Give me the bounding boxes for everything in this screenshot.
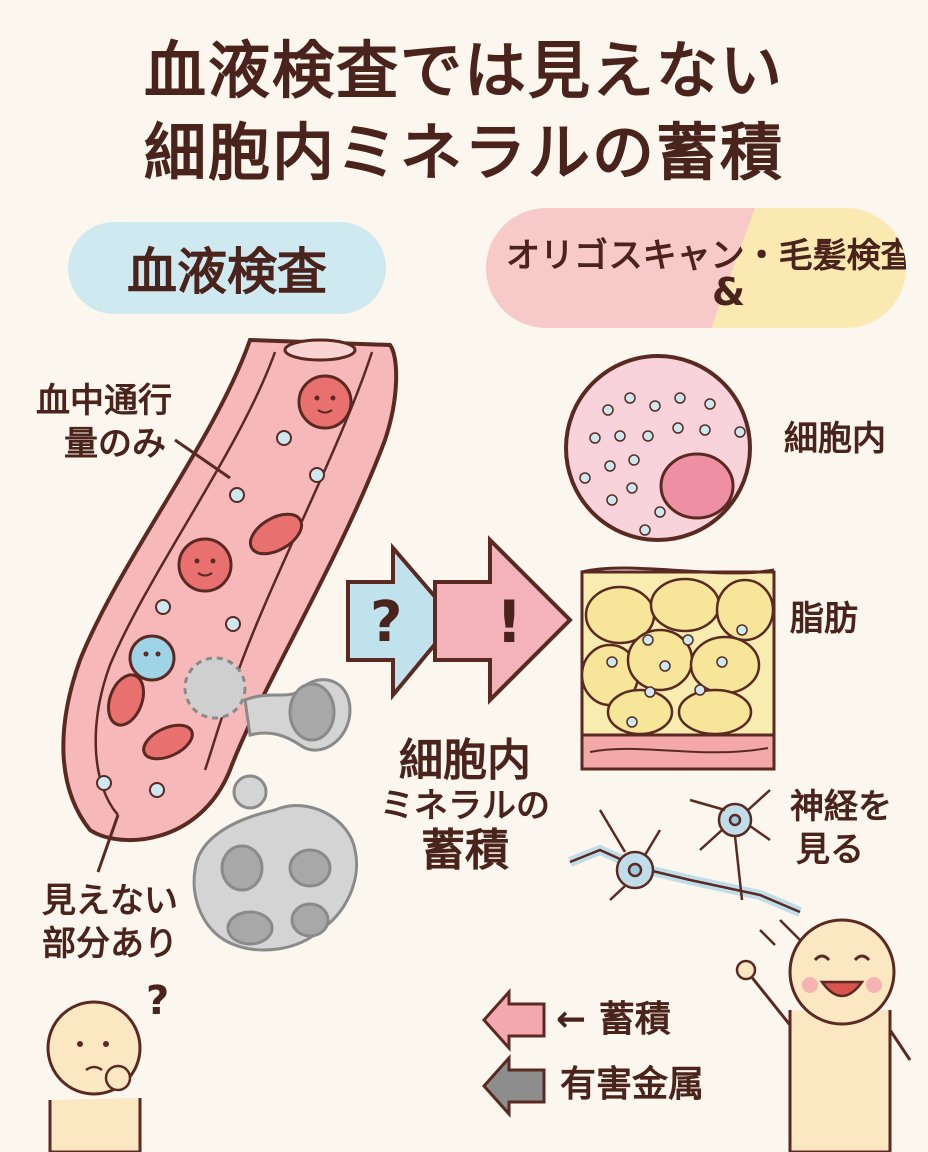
nerve-label-line2: 見る — [796, 829, 864, 870]
hidden-tissue-illustration — [183, 656, 358, 952]
confused-person-icon — [46, 1000, 142, 1152]
blue-cell-icon — [128, 634, 176, 682]
red-blood-cell-icon — [142, 723, 194, 761]
blood-test-header: 血液検査 — [68, 222, 386, 314]
center-label-line2: ミネラルの — [380, 785, 550, 826]
page-title-line2: 細胞内ミネラルの蓄積 — [143, 116, 784, 189]
nerve-label: 神経を 見る — [790, 786, 892, 871]
nerve-label-line1: 神経を — [790, 787, 892, 827]
exclaim-arrow-icon — [433, 535, 573, 705]
fat-tissue-illustration — [580, 566, 776, 771]
hidden-part-label-line2: 部分あり — [42, 923, 178, 964]
exclaim-mark-label: ! — [496, 588, 523, 656]
heavy-metal-legend-label: 有害金属 — [560, 1064, 705, 1105]
question-arrow-icon — [346, 542, 458, 701]
cell-label: 細胞内 — [784, 419, 886, 459]
blood-only-label-line1: 血中通行 — [36, 381, 172, 421]
happy-person-icon — [735, 918, 912, 1152]
leader-line — [96, 814, 120, 873]
intracellular-mineral-label: 細胞内 ミネラルの 蓄積 — [370, 735, 560, 876]
red-blood-cell-icon — [297, 374, 353, 430]
hidden-part-label: 見えない 部分あり — [42, 880, 178, 965]
center-label-line1: 細胞内 — [399, 735, 531, 786]
blood-vessel-illustration — [61, 337, 399, 842]
ampersand-label: & — [712, 270, 746, 314]
blood-only-label: 血中通行 量のみ — [36, 380, 172, 465]
confused-question-mark: ? — [146, 978, 170, 1024]
cell-illustration — [564, 354, 752, 542]
fat-label: 脂肪 — [790, 599, 858, 639]
red-blood-cell-icon — [107, 673, 145, 727]
nerve-illustration — [568, 789, 802, 946]
leader-line — [174, 438, 231, 480]
page-title-line1: 血液検査では見えない — [143, 34, 784, 107]
accumulation-legend-label: ← 蓄積 — [556, 999, 671, 1040]
hidden-part-label-line1: 見えない — [42, 881, 178, 921]
center-label-line3: 蓄積 — [421, 824, 509, 876]
accumulation-legend-icon — [481, 988, 546, 1052]
red-blood-cell-icon — [177, 537, 233, 593]
mineral-dots — [96, 430, 325, 798]
question-mark-label: ? — [370, 590, 403, 655]
blood-test-header-label: 血液検査 — [127, 243, 327, 301]
blood-only-label-line2: 量のみ — [64, 423, 166, 464]
oligoscan-header: オリゴスキャン・毛髪検査 & — [486, 208, 906, 328]
oligoscan-header-label: オリゴスキャン・毛髪検査 — [506, 236, 906, 276]
heavy-metal-legend-icon — [481, 1054, 546, 1118]
red-blood-cell-icon — [248, 512, 304, 556]
